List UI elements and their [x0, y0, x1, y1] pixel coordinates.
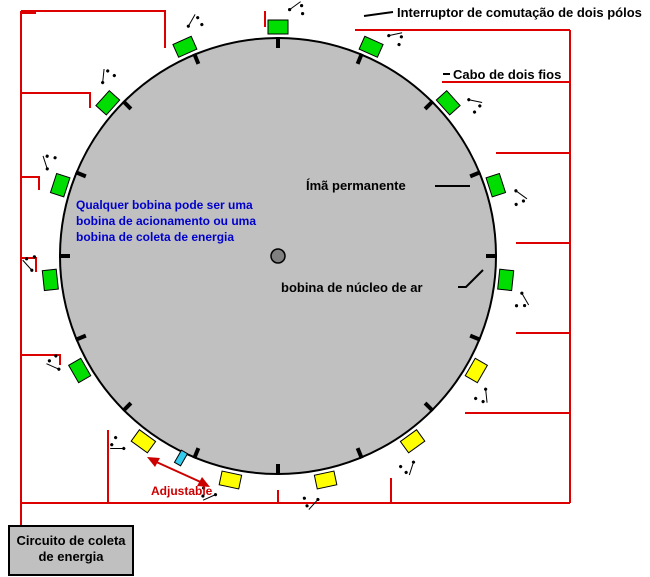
switch-10	[110, 436, 126, 451]
switch-2	[387, 32, 403, 47]
wire-coil-left-mid	[21, 176, 40, 190]
coil-2	[358, 35, 384, 58]
coil-14	[95, 89, 121, 116]
coil-body	[130, 429, 157, 454]
switch-14	[101, 68, 116, 85]
wire-coil-top-left	[21, 10, 166, 48]
coil-12	[41, 268, 59, 292]
coil-13	[49, 172, 71, 198]
wire-coil-left-upper	[21, 92, 91, 108]
coil-9	[218, 470, 243, 490]
leader-lines	[363, 11, 484, 288]
coil-15	[172, 35, 198, 58]
note-line-3: bobina de coleta de energia	[76, 230, 234, 244]
magnet-7	[423, 401, 435, 413]
coil-7	[399, 429, 426, 454]
magnet-10	[192, 447, 201, 460]
coil-body	[485, 172, 507, 198]
magnet-14	[74, 170, 87, 179]
switch-5	[514, 291, 530, 308]
coil-1	[267, 19, 289, 35]
magnet-15	[121, 99, 133, 111]
magnet-11	[121, 401, 133, 413]
magnet-4	[469, 170, 482, 179]
coil-body	[497, 268, 515, 292]
coil-body	[313, 470, 338, 490]
coil-body	[67, 357, 92, 384]
adjustable-arrow	[147, 457, 210, 487]
circuit-line-2: de energia	[38, 549, 104, 564]
coil-body	[464, 357, 489, 384]
coil-5	[497, 268, 515, 292]
note-line-2: bobina de acionamento ou uma	[76, 214, 256, 228]
coil-body	[358, 35, 384, 58]
switch-11	[46, 354, 61, 371]
switch-9	[201, 486, 218, 501]
switch-label: Interruptor de comutação de dois pólos	[397, 5, 642, 20]
magnet-16	[192, 52, 201, 65]
coil-4	[485, 172, 507, 198]
coil-body	[218, 470, 243, 490]
coil-body	[41, 268, 59, 292]
coil-body	[172, 35, 198, 58]
coil-11	[67, 357, 92, 384]
coil-8	[313, 470, 338, 490]
circuit-line-1: Circuito de coleta	[16, 533, 126, 548]
energy-circuit-box	[8, 525, 134, 576]
cable-label: Cabo de dois fios	[453, 67, 561, 82]
coil-body	[435, 89, 461, 116]
switch-15	[186, 14, 204, 28]
coil-6	[464, 357, 489, 384]
switch-3	[467, 98, 483, 114]
magnet-8	[355, 447, 364, 460]
adjustable-label: Adjustable	[151, 484, 213, 498]
switch-6	[474, 387, 488, 404]
coil-body	[267, 19, 289, 35]
magnet-3	[423, 99, 435, 111]
wire-coil-left-lower	[21, 354, 61, 365]
coil-ring	[22, 1, 530, 510]
switch-12	[22, 255, 37, 272]
coil-3	[435, 89, 461, 116]
magnet-ring	[59, 37, 497, 475]
magnet-6	[469, 333, 482, 342]
coil-body	[95, 89, 121, 116]
note-line-1: Qualquer bobina pode ser uma	[76, 198, 253, 212]
wiring-frame	[20, 10, 571, 527]
wire-top-corner	[21, 11, 36, 14]
magnet-label: Ímã permanente	[306, 178, 406, 193]
magnet-12	[74, 333, 87, 342]
switch-4	[514, 189, 528, 207]
switch-1	[288, 1, 305, 16]
coil-body	[399, 429, 426, 454]
coil-label: bobina de núcleo de ar	[281, 280, 423, 295]
magnet-2	[355, 52, 364, 65]
rotor-axle	[270, 248, 286, 264]
switch-7	[399, 460, 416, 476]
coil-body	[49, 172, 71, 198]
switch-8	[302, 496, 320, 510]
position-sensor	[173, 449, 189, 467]
switch-13	[42, 154, 57, 171]
coil-10	[130, 429, 157, 454]
